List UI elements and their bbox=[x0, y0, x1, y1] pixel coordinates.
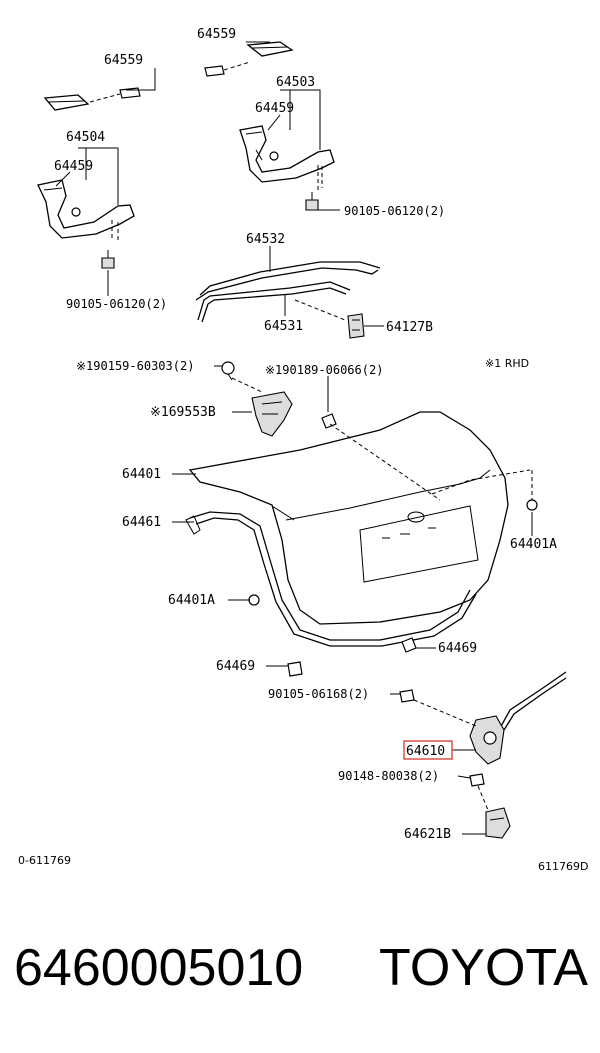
weatherstrip-64461 bbox=[185, 511, 477, 647]
leader-lines bbox=[55, 41, 533, 835]
pin-64559 bbox=[89, 61, 251, 103]
label-64503[interactable]: 64503 bbox=[276, 75, 315, 90]
highlight-box-64610 bbox=[403, 740, 453, 760]
label-64401A-right[interactable]: 64401A bbox=[510, 537, 557, 552]
label-bolt-lock[interactable]: 90105-06168(2) bbox=[268, 687, 369, 701]
hinge-64504 bbox=[37, 94, 135, 269]
label-64461[interactable]: 64461 bbox=[122, 515, 161, 530]
label-bolt-left[interactable]: 90105-06120(2) bbox=[66, 297, 167, 311]
label-64401[interactable]: 64401 bbox=[122, 467, 161, 482]
label-64610[interactable]: 64610 bbox=[406, 744, 445, 759]
label-64559-top[interactable]: 64559 bbox=[197, 27, 236, 42]
clips bbox=[221, 361, 337, 429]
brand-name: TOYOTA bbox=[379, 939, 588, 997]
label-64459-left[interactable]: 64459 bbox=[54, 159, 93, 174]
label-64459-right[interactable]: 64459 bbox=[255, 101, 294, 116]
torsion-bars bbox=[195, 261, 381, 323]
parts-diagram: 64559 64559 64503 64459 64504 64459 9010… bbox=[18, 27, 588, 873]
label-69553B[interactable]: ※169553B bbox=[150, 405, 216, 420]
label-bolt-right[interactable]: 90105-06120(2) bbox=[344, 204, 445, 218]
ref-right: 611769D bbox=[538, 860, 588, 873]
label-64504[interactable]: 64504 bbox=[66, 130, 105, 145]
label-64559-left[interactable]: 64559 bbox=[104, 53, 143, 68]
label-clip-b[interactable]: ※190189-06066(2) bbox=[265, 363, 383, 377]
label-64531[interactable]: 64531 bbox=[264, 319, 303, 334]
lock-assembly-64610 bbox=[399, 671, 567, 839]
label-screw-lock[interactable]: 90148-80038(2) bbox=[338, 769, 439, 783]
part-number: 6460005010 bbox=[14, 939, 304, 997]
label-64401A-left[interactable]: 64401A bbox=[168, 593, 215, 608]
label-64621B[interactable]: 64621B bbox=[404, 827, 451, 842]
hinge-64503 bbox=[239, 41, 335, 211]
label-64127B[interactable]: 64127B bbox=[386, 320, 433, 335]
bracket-69553B bbox=[251, 391, 293, 437]
trunk-lid-64401 bbox=[188, 411, 531, 625]
bracket-64127B bbox=[347, 313, 365, 339]
label-64532[interactable]: 64532 bbox=[246, 232, 285, 247]
label-rhd-note: ※1 RHD bbox=[485, 357, 529, 370]
cushions bbox=[248, 470, 538, 677]
label-64469-left[interactable]: 64469 bbox=[216, 659, 255, 674]
label-64469-right[interactable]: 64469 bbox=[438, 641, 477, 656]
ref-left: 0-611769 bbox=[18, 854, 71, 867]
label-clip-a[interactable]: ※190159-60303(2) bbox=[76, 359, 194, 373]
